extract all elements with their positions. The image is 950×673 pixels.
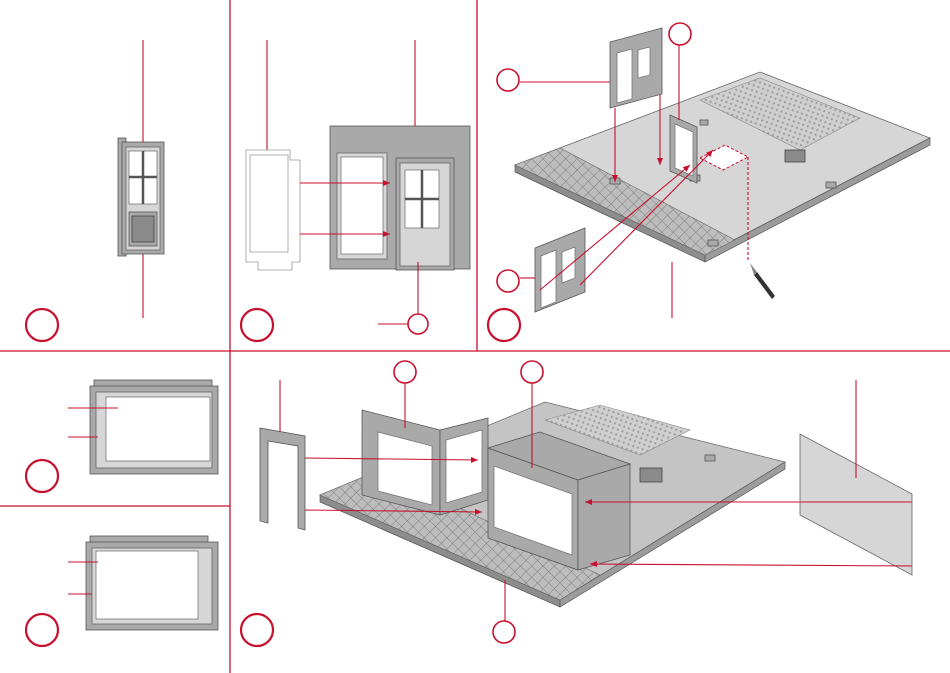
part-ref-wall-b [669,23,691,45]
step-marker-1 [26,309,58,341]
part-ref-wall-c [497,270,519,292]
part-ref-shop-box [521,361,543,383]
panel-door-glazing [241,40,470,341]
step-marker-4 [26,460,58,492]
part-ref-door-frame [408,314,428,334]
part-ref-left-wall [394,361,416,383]
step-marker-3 [488,309,520,341]
panel-door-unit [26,40,164,341]
step-marker-2 [241,309,273,341]
step-marker-6 [241,614,273,646]
step-marker-5 [26,614,58,646]
panel-window-glazing-b [26,536,218,646]
panel-shop-front-assembly [241,361,912,646]
cutting-knife-icon [750,263,775,299]
panel-walls-on-base [488,23,930,341]
part-ref-base-plate [493,621,515,643]
part-ref-wall-a [497,69,519,91]
panel-window-glazing-a [26,380,218,492]
